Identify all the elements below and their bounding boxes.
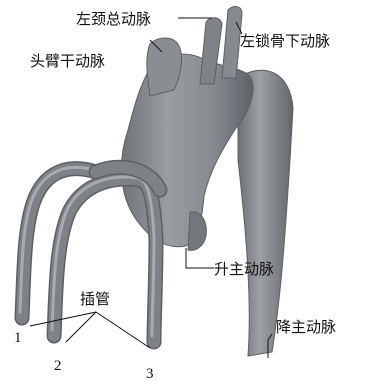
left-subclavian-branch-shape bbox=[222, 7, 242, 78]
leader-cannula-3 bbox=[96, 312, 150, 348]
label-left-subclavian: 左锁骨下动脉 bbox=[240, 32, 330, 50]
leader-ascending bbox=[186, 248, 214, 268]
label-cannula-2: 2 bbox=[54, 358, 62, 374]
leader-cannula-1 bbox=[30, 312, 96, 326]
label-left-common-carotid: 左颈总动脉 bbox=[76, 10, 151, 28]
leader-cannula-2 bbox=[66, 312, 96, 342]
label-brachiocephalic-trunk: 头臂干动脉 bbox=[30, 52, 105, 70]
label-cannula-1: 1 bbox=[14, 330, 22, 346]
label-cannula: 插管 bbox=[80, 290, 110, 308]
label-ascending-aorta: 升主动脉 bbox=[214, 260, 274, 278]
aortic-arch-shape bbox=[121, 54, 253, 247]
label-cannula-3: 3 bbox=[146, 366, 154, 382]
ascending-aorta-stub bbox=[188, 212, 206, 251]
label-descending-aorta: 降主动脉 bbox=[276, 318, 336, 336]
